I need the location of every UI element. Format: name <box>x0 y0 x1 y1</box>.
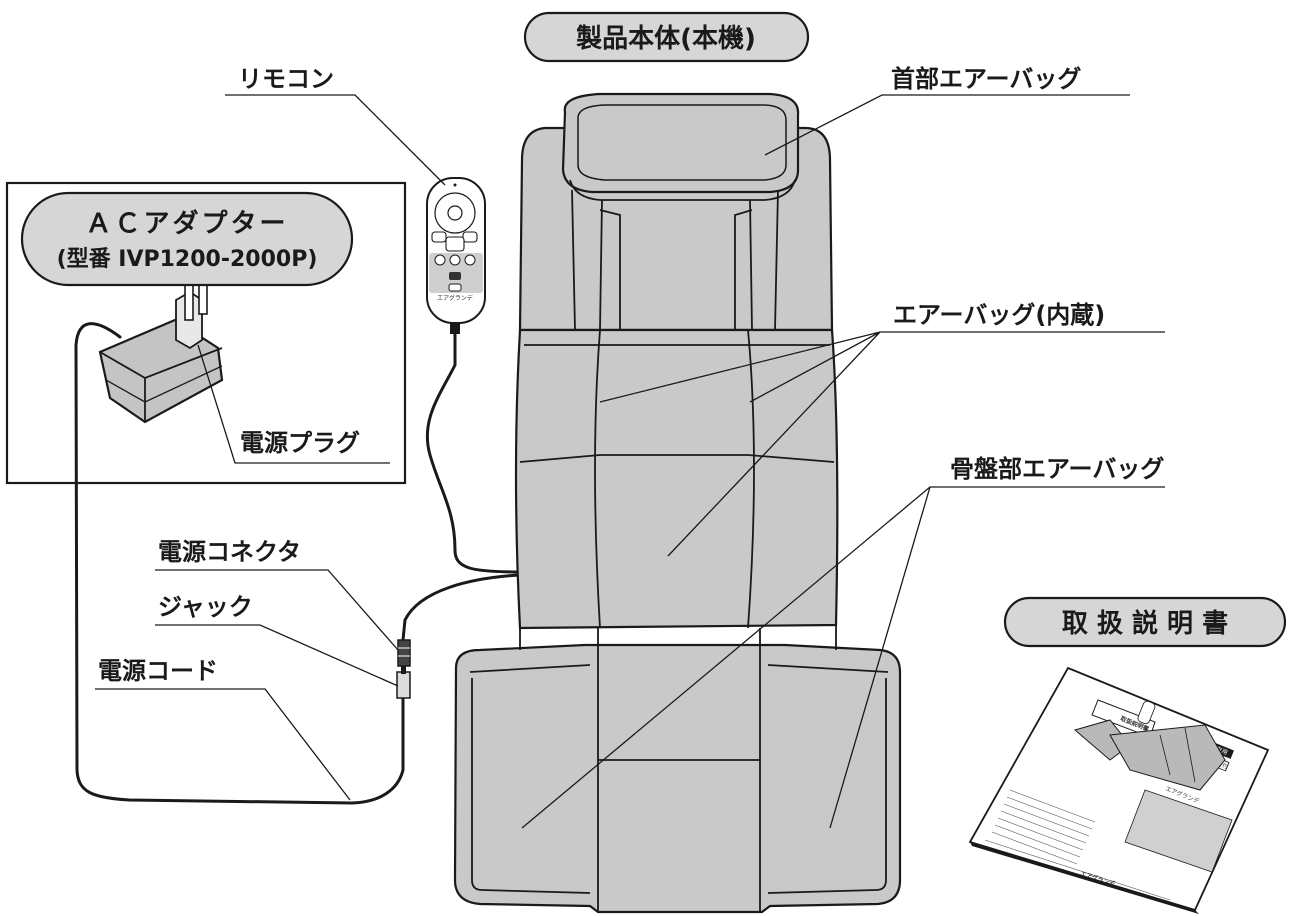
main-unit <box>453 92 902 914</box>
pelvis-airbag-label: 骨盤部エアーバッグ <box>950 455 1164 483</box>
manual-label: 取 扱 説 明 書 <box>1062 608 1228 639</box>
manual-booklet: 取扱説明書 保存用 保証書付 エアグランデ エアグランデ <box>968 666 1270 914</box>
power-connector-label: 電源コネクタ <box>158 538 301 566</box>
power-cord-line <box>74 322 354 805</box>
main-unit-pill: 製品本体(本機) <box>523 11 810 63</box>
remote-label: リモコン <box>238 65 334 93</box>
jack <box>396 666 411 699</box>
airbag-builtin-label: エアーバッグ(内蔵) <box>893 301 1105 329</box>
remote-cord <box>425 330 522 574</box>
neck-airbag-pillow <box>561 92 800 201</box>
power-plug-label: 電源プラグ <box>240 429 360 457</box>
ac-adapter-model-label: (型番 IVP1200-2000P) <box>57 247 318 272</box>
power-connector <box>397 639 411 667</box>
connector-cord <box>401 573 522 642</box>
manual-pill: 取 扱 説 明 書 <box>1003 596 1287 648</box>
ac-adapter <box>98 273 224 424</box>
remote-control: エアグランデ <box>426 177 486 334</box>
jack-label: ジャック <box>158 593 253 621</box>
ac-adapter-pill: ＡＣアダプター (型番 IVP1200-2000P) <box>20 191 354 287</box>
neck-airbag-label: 首部エアーバッグ <box>891 65 1081 93</box>
main-unit-label: 製品本体(本機) <box>576 24 756 54</box>
leader-lines <box>95 94 1165 829</box>
power-cord-label: 電源コード <box>98 657 218 685</box>
remote-brand: エアグランデ <box>437 294 473 302</box>
power-cord-end <box>350 688 405 805</box>
ac-adapter-label: ＡＣアダプター <box>85 208 288 239</box>
